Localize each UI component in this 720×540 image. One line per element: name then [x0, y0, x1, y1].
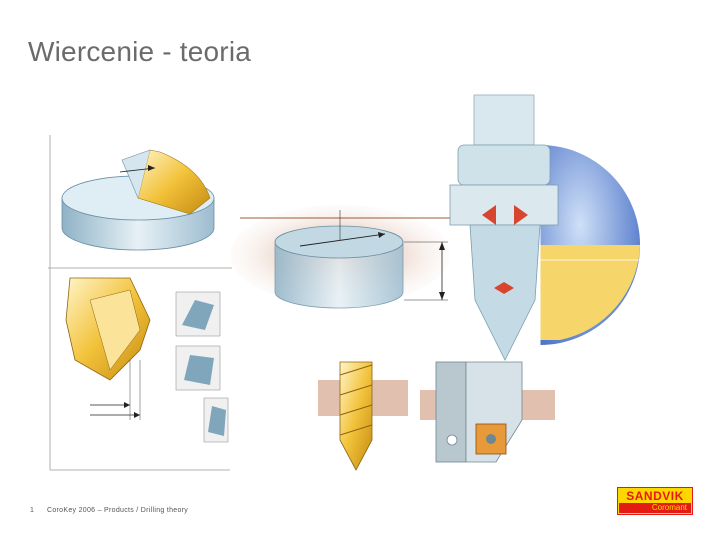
- workpiece-cylinder-middle: [230, 205, 450, 308]
- drill-in-workpiece: [318, 362, 408, 470]
- indexable-insert-tool: [420, 362, 555, 462]
- logo-line1: SANDVIK: [619, 489, 691, 503]
- footer-text: CoroKey 2006 – Products / Drilling theor…: [47, 507, 188, 514]
- machine-spindle: [450, 95, 640, 360]
- logo-line2: Coromant: [619, 503, 691, 513]
- slide-number: 1: [30, 507, 34, 514]
- workpiece-cylinder-top: [62, 150, 214, 250]
- drill-tip-gold: [66, 278, 150, 420]
- chip-illustrations: [176, 292, 228, 442]
- sandvik-coromant-logo: SANDVIK Coromant: [617, 487, 693, 515]
